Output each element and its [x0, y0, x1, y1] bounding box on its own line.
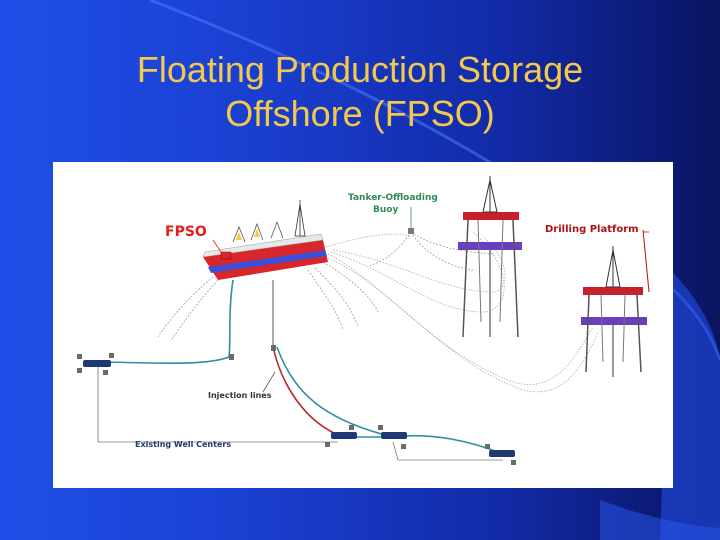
- label-drilling-platform: Drilling Platform: [545, 224, 639, 235]
- label-buoy: Buoy: [373, 205, 398, 215]
- subsea-flowlines: [92, 279, 504, 455]
- wellhead-markers: [77, 345, 516, 465]
- fpso-illustration: FPSO Tanker-Offloading Buoy Drilling Pla…: [77, 176, 650, 465]
- label-injection-lines: Injection lines: [208, 391, 272, 400]
- label-existing-well-centers: Existing Well Centers: [135, 440, 231, 449]
- subsea-wellheads: [83, 360, 515, 457]
- tanker-offloading-buoy: [408, 207, 414, 234]
- slide-title-line-2: Offshore (FPSO): [225, 93, 495, 134]
- label-leaders: [212, 231, 649, 393]
- fpso-vessel: [202, 200, 328, 280]
- slide-title: Floating Production Storage Offshore (FP…: [0, 48, 720, 136]
- slide-title-line-1: Floating Production Storage: [136, 49, 584, 90]
- well-center-leaders: [97, 367, 503, 461]
- fpso-risers: [322, 231, 599, 393]
- fpso-diagram: FPSO Tanker-Offloading Buoy Drilling Pla…: [53, 162, 673, 488]
- buoy-mooring-lines: [367, 231, 494, 271]
- label-tanker-offloading: Tanker-Offloading: [348, 193, 438, 203]
- fpso-mooring-lines: [157, 261, 379, 341]
- label-fpso: FPSO: [165, 224, 207, 240]
- drilling-platform-2: [581, 229, 650, 377]
- drilling-platform-1: [458, 176, 522, 338]
